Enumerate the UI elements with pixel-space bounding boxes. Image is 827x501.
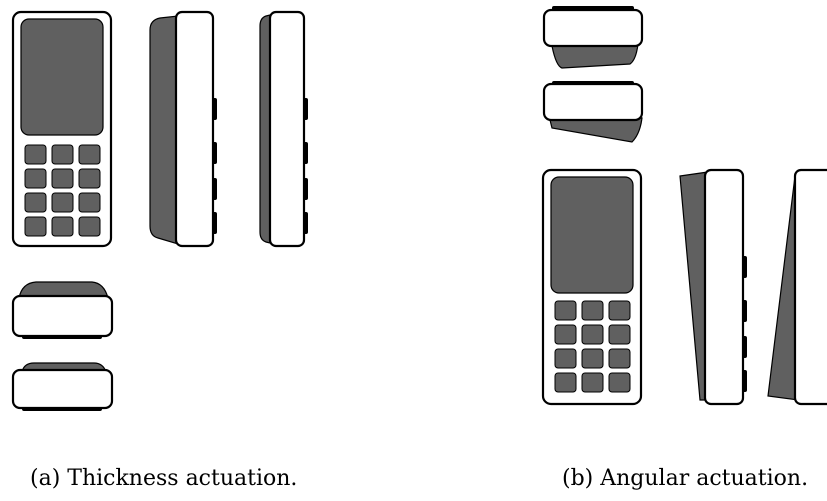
side-buttons-thick: [212, 98, 217, 234]
keypad-a: [24, 144, 101, 237]
phone-front-view-a: [11, 10, 113, 248]
keypad-key: [608, 300, 631, 321]
keypad-key: [608, 348, 631, 369]
phone-front-view-b: [541, 168, 643, 406]
keypad-key: [554, 372, 577, 393]
keypad-key: [608, 372, 631, 393]
thickness-actuation-figure: [11, 10, 308, 411]
angular-actuation-figure: [541, 6, 827, 406]
caption-angular-actuation: (b) Angular actuation.: [562, 466, 809, 491]
keypad-key: [51, 192, 74, 213]
keypad-key: [78, 216, 101, 237]
keypad-key: [78, 168, 101, 189]
keypad-key: [51, 168, 74, 189]
phone-bottom-view-thin: [11, 362, 114, 411]
keypad-key: [581, 300, 604, 321]
keypad-key: [51, 144, 74, 165]
phone-side-view-thin: [259, 10, 308, 248]
keypad-key: [78, 192, 101, 213]
keypad-key: [51, 216, 74, 237]
keypad-key: [78, 144, 101, 165]
phone-side-view-wedge-1: [679, 168, 747, 406]
phone-top-view-tilt-2: [542, 81, 644, 143]
keypad-key: [554, 300, 577, 321]
keypad-key: [24, 144, 47, 165]
phone-bottom-view-thick: [11, 281, 114, 339]
keypad-key: [581, 348, 604, 369]
keypad-b: [554, 300, 631, 393]
caption-thickness-actuation: (a) Thickness actuation.: [30, 466, 298, 491]
side-buttons-wedge-1: [742, 256, 747, 392]
phone-side-view-wedge-2: [767, 168, 827, 406]
keypad-key: [24, 192, 47, 213]
keypad-key: [24, 216, 47, 237]
keypad-key: [581, 372, 604, 393]
phone-top-view-tilt-1: [542, 6, 644, 69]
side-buttons-thin: [303, 98, 308, 234]
keypad-key: [554, 324, 577, 345]
phone-side-view-thick: [149, 10, 217, 248]
keypad-key: [581, 324, 604, 345]
keypad-key: [24, 168, 47, 189]
keypad-key: [608, 324, 631, 345]
keypad-key: [554, 348, 577, 369]
